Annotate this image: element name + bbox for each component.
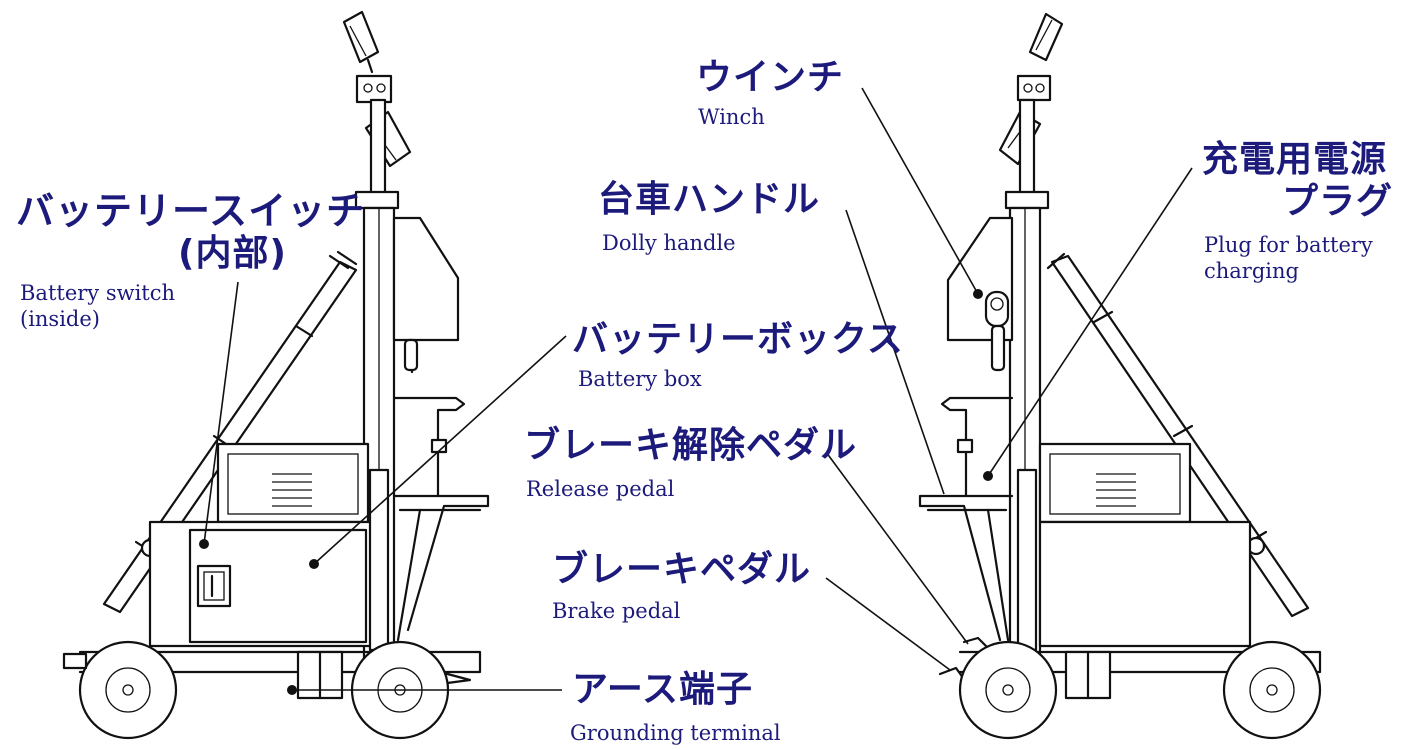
dolly-handle-en-label: Dolly handle	[602, 231, 736, 255]
right-cart	[918, 12, 1322, 740]
right-wheel-front	[958, 640, 1058, 740]
battery-switch-en-sub-label: (inside)	[20, 307, 100, 331]
right-battery-box	[1038, 520, 1252, 648]
leader-battery-box	[313, 335, 567, 565]
leader-winch	[861, 87, 979, 295]
leader-charging-plug	[987, 167, 1193, 477]
battery-switch-jp-label: バッテリースイッチ	[16, 189, 366, 233]
grounding-terminal-jp-label: アース端子	[572, 669, 754, 710]
left-mast-coupler	[355, 74, 393, 104]
winch-en-label: Winch	[698, 105, 765, 129]
point-battery-box	[309, 559, 319, 569]
charging-plug-en-label: Plug for battery	[1204, 233, 1373, 257]
left-handle-bracket	[392, 396, 466, 498]
left-battery-box	[148, 520, 376, 648]
leader-lines	[199, 87, 1193, 695]
charging-plug-en-sub-label: charging	[1204, 259, 1299, 283]
charging-plug-jp-label: 充電用電源	[1202, 139, 1388, 180]
charging-plug-jp-sub-label: プラグ	[1282, 181, 1394, 222]
right-handle-bracket	[940, 396, 1014, 498]
release-pedal-en-label: Release pedal	[526, 477, 675, 501]
right-upper-box	[1038, 442, 1192, 524]
leader-brake-pedal	[825, 577, 951, 671]
leader-battery-switch	[203, 281, 239, 545]
point-charging-plug	[983, 471, 993, 481]
left-lamp-head-top	[342, 10, 380, 74]
point-winch	[973, 289, 983, 299]
left-upper-box	[216, 442, 370, 524]
right-wheel-rear	[1222, 640, 1322, 740]
battery-box-jp-label: バッテリーボックス	[572, 319, 904, 360]
winch-jp-label: ウインチ	[696, 57, 845, 98]
right-lamp-head-top	[1028, 12, 1064, 62]
brake-pedal-jp-label: ブレーキペダル	[552, 549, 812, 590]
leader-release-pedal	[825, 451, 969, 645]
battery-switch-jp-sub-label: (内部)	[178, 233, 287, 274]
right-winch-box	[946, 216, 1014, 372]
leader-dolly-handle	[845, 209, 945, 495]
left-wheel-rear	[78, 640, 178, 740]
right-frame	[918, 468, 1322, 700]
point-battery-switch	[199, 539, 209, 549]
grounding-terminal-en-label: Grounding terminal	[570, 721, 781, 745]
point-grounding-terminal	[287, 685, 297, 695]
release-pedal-jp-label: ブレーキ解除ペダル	[524, 425, 858, 466]
right-mast-coupler	[1016, 74, 1052, 102]
left-lamp-box	[392, 216, 460, 374]
battery-box-en-label: Battery box	[578, 367, 702, 391]
left-cart	[62, 10, 490, 740]
dolly-handle-jp-label: 台車ハンドル	[598, 179, 821, 220]
battery-switch-en-label: Battery switch	[20, 281, 176, 305]
left-bumper	[62, 652, 88, 670]
brake-pedal-en-label: Brake pedal	[552, 599, 681, 623]
